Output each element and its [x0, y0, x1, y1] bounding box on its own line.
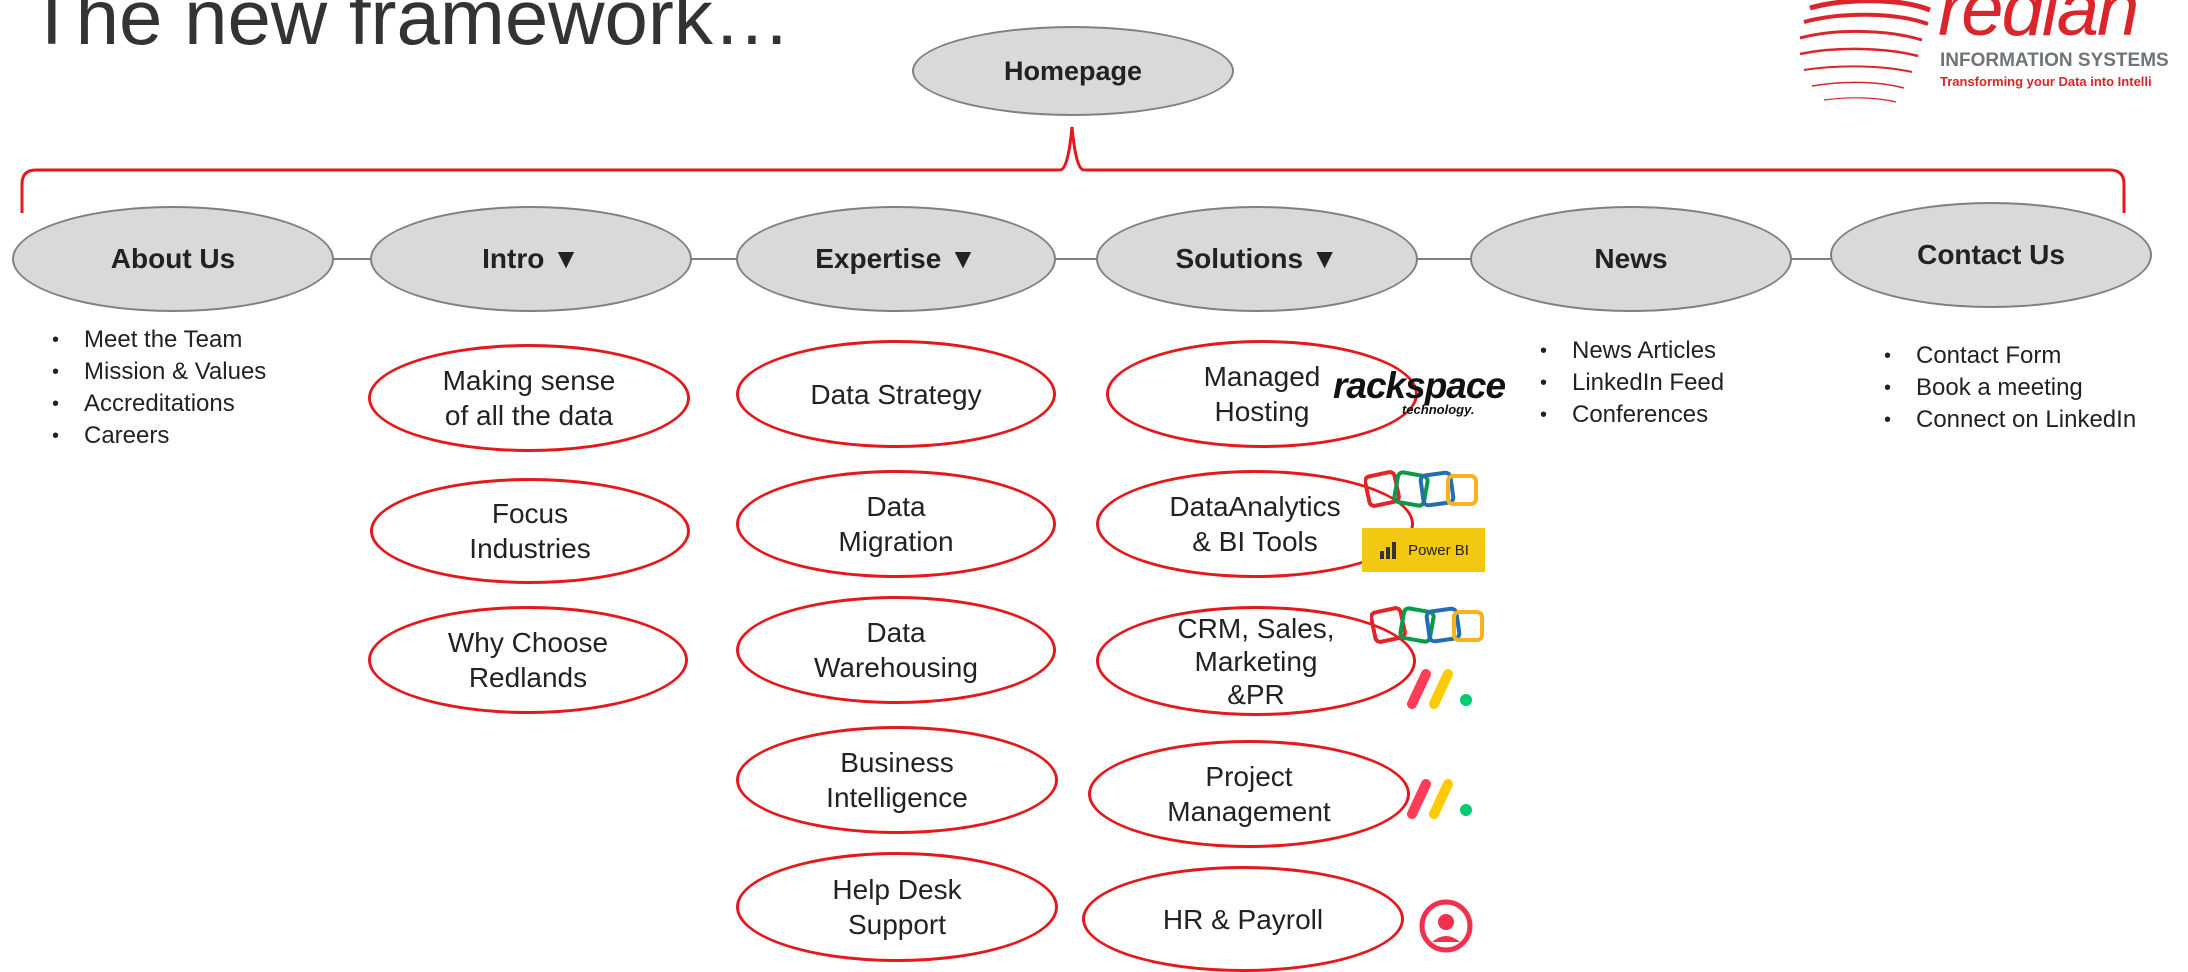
solutions-node[interactable]: Solutions ▼: [1096, 206, 1418, 312]
power-bi-icon: [1380, 542, 1397, 559]
rackspace-logo: rackspace: [1333, 365, 1506, 406]
intro-node[interactable]: Intro ▼: [370, 206, 692, 312]
list-item[interactable]: Conferences: [1536, 399, 1724, 431]
node-label: Intelligence: [826, 782, 968, 813]
node-label: Making sense: [442, 365, 616, 396]
list-item[interactable]: Mission & Values: [48, 356, 266, 388]
node-label: Data Strategy: [810, 378, 982, 410]
expertise-item-data-strategy[interactable]: Data Strategy: [736, 340, 1056, 448]
list-item[interactable]: Contact Form: [1880, 340, 2136, 372]
about-us-list: Meet the Team Mission & Values Accredita…: [48, 324, 266, 452]
node-label: Migration: [838, 526, 954, 557]
solutions-item-crm-sales[interactable]: CRM, Sales,Marketing&PR: [1096, 606, 1416, 716]
about-us-node[interactable]: About Us: [12, 206, 334, 312]
list-item[interactable]: LinkedIn Feed: [1536, 367, 1724, 399]
list-item[interactable]: Book a meeting: [1880, 372, 2136, 404]
node-label: & BI Tools: [1192, 526, 1318, 557]
node-label: Warehousing: [814, 652, 978, 683]
redlands-logo: redlan INFORMATION SYSTEMS Transforming …: [1790, 0, 2188, 110]
solutions-item-hr-payroll[interactable]: HR & Payroll: [1082, 866, 1404, 972]
expertise-node[interactable]: Expertise ▼: [736, 206, 1056, 312]
node-label: Management: [1167, 796, 1331, 827]
hr-person-icon: [1419, 899, 1473, 953]
list-item[interactable]: Meet the Team: [48, 324, 266, 356]
node-label: Data: [866, 491, 926, 522]
monday-logo-icon: [1407, 669, 1472, 709]
power-bi-label: Power BI: [1408, 541, 1469, 559]
node-label: Help Desk: [832, 874, 962, 905]
zoho-logo-icon: [1364, 470, 1478, 508]
node-label: Marketing: [1194, 645, 1318, 677]
logo-subtitle: INFORMATION SYSTEMS: [1940, 50, 2169, 71]
node-label: Focus: [491, 498, 569, 529]
node-label: Managed: [1203, 361, 1321, 392]
list-item[interactable]: Accreditations: [48, 388, 266, 420]
slide-title: The new framework…: [28, 0, 791, 61]
zoho-logo-icon: [1370, 606, 1484, 644]
node-label: Data: [866, 617, 926, 648]
node-label: Industries: [469, 533, 591, 564]
rackspace-logo-subtitle: technology.: [1402, 402, 1475, 417]
logo-wordmark: redlan: [1938, 0, 2139, 52]
list-item[interactable]: Careers: [48, 420, 266, 452]
node-label: Project: [1205, 761, 1293, 792]
node-label: of all the data: [444, 400, 614, 431]
news-node[interactable]: News: [1470, 206, 1792, 312]
node-label: Hosting: [1214, 396, 1310, 427]
solutions-item-analytics-bi[interactable]: DataAnalytics & BI Tools: [1096, 470, 1414, 578]
node-label: &PR: [1227, 678, 1285, 710]
list-item[interactable]: Connect on LinkedIn: [1880, 404, 2136, 436]
intro-item-making-sense[interactable]: Making sense of all the data: [368, 344, 690, 452]
node-label: Support: [847, 909, 947, 940]
news-list: News Articles LinkedIn Feed Conferences: [1536, 335, 1724, 431]
hierarchy-bracket: [20, 126, 2126, 213]
swoosh-icon: [1799, 0, 1931, 103]
node-label: Redlands: [468, 662, 588, 693]
homepage-node[interactable]: Homepage: [912, 26, 1234, 116]
node-label: DataAnalytics: [1169, 491, 1341, 522]
monday-logo-icon: [1407, 779, 1472, 819]
logo-tagline: Transforming your Data into Intelli: [1940, 74, 2152, 89]
node-label: CRM, Sales,: [1177, 612, 1335, 644]
node-label: Why Choose: [447, 627, 609, 658]
contact-list: Contact Form Book a meeting Connect on L…: [1880, 340, 2136, 436]
contact-us-node[interactable]: Contact Us: [1830, 202, 2152, 308]
list-item[interactable]: News Articles: [1536, 335, 1724, 367]
node-label: Business: [840, 747, 954, 778]
node-label: HR & Payroll: [1162, 903, 1324, 935]
power-bi-logo: Power BI: [1362, 528, 1485, 572]
